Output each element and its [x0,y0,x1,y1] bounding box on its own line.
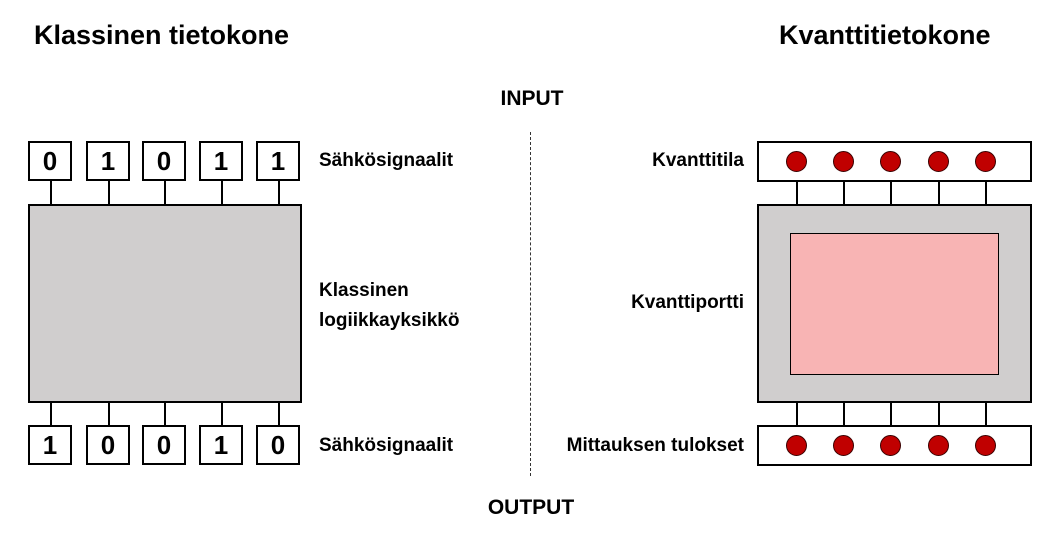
output-wire [164,402,166,426]
output-bit: 0 [256,425,300,465]
quantum-gate [790,233,999,375]
input-bit: 1 [256,141,300,181]
quantum-state-register [757,141,1032,182]
quantum-input-wire [938,181,940,205]
measurement-dot [975,435,996,456]
qubit-dot [786,151,807,172]
quantum-input-wire [843,181,845,205]
input-heading: INPUT [500,87,564,110]
quantum-input-wire [796,181,798,205]
classical-unit-label-line2: logiikkayksikkö [319,310,460,331]
quantum-output-wire [843,402,845,426]
output-wire [278,402,280,426]
classical-logic-unit [28,204,302,403]
measurement-dot [880,435,901,456]
quantum-output-wire [985,402,987,426]
classical-output-label: Sähkösignaalit [319,435,454,456]
measurement-register [757,425,1032,466]
output-bit: 1 [199,425,243,465]
measurement-dot [833,435,854,456]
measurement-dot [786,435,807,456]
qubit-dot [880,151,901,172]
input-wire [221,181,223,205]
input-wire [278,181,280,205]
quantum-input-wire [890,181,892,205]
quantum-input-label: Kvanttitila [652,150,744,171]
input-wire [50,181,52,205]
center-divider [530,132,531,476]
output-heading: OUTPUT [487,496,575,519]
quantum-title: Kvanttitietokone [779,20,991,50]
input-bit: 1 [86,141,130,181]
output-bit: 0 [142,425,186,465]
qubit-dot [928,151,949,172]
input-bit: 0 [28,141,72,181]
input-bit: 0 [142,141,186,181]
quantum-output-label: Mittauksen tulokset [566,435,744,456]
classical-unit-label-line1: Klassinen [319,280,409,301]
qubit-dot [975,151,996,172]
input-wire [108,181,110,205]
output-bit: 1 [28,425,72,465]
quantum-output-wire [938,402,940,426]
quantum-gate-housing [757,204,1032,403]
qubit-dot [833,151,854,172]
classical-input-label: Sähkösignaalit [319,150,454,171]
quantum-output-wire [796,402,798,426]
quantum-output-wire [890,402,892,426]
quantum-input-wire [985,181,987,205]
output-bit: 0 [86,425,130,465]
classical-title: Klassinen tietokone [34,20,290,50]
output-wire [108,402,110,426]
output-wire [50,402,52,426]
input-wire [164,181,166,205]
input-bit: 1 [199,141,243,181]
quantum-gate-label: Kvanttiportti [631,292,744,313]
measurement-dot [928,435,949,456]
output-wire [221,402,223,426]
